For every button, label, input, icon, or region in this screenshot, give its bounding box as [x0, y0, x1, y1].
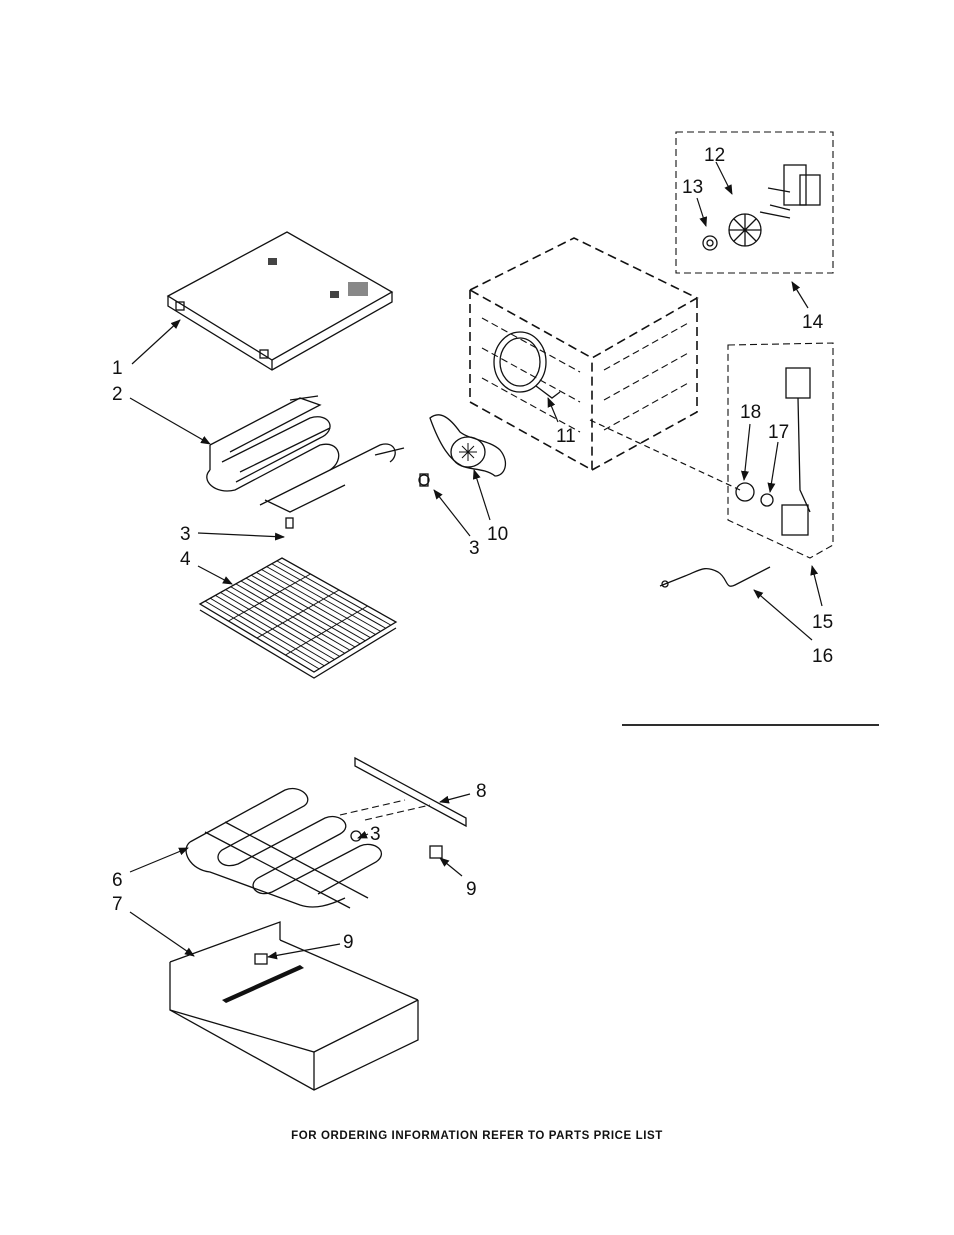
- oven-cavity: [468, 237, 699, 472]
- callout-9: 9: [466, 879, 477, 900]
- callout-14: 14: [802, 312, 824, 333]
- leader-lines: [129, 161, 823, 960]
- callout-16: 16: [812, 646, 833, 667]
- callout-3: 3: [180, 524, 191, 545]
- fan-baffle-part: [429, 414, 507, 477]
- callout-7: 7: [112, 894, 123, 915]
- bake-element-part: [185, 787, 383, 909]
- callout-4: 4: [180, 549, 191, 570]
- convection-element-part: [493, 331, 561, 399]
- callout-17: 17: [768, 422, 789, 443]
- callout-3: 3: [370, 824, 381, 845]
- callout-9: 9: [343, 932, 354, 953]
- callout-2: 2: [112, 384, 123, 405]
- callout-1: 1: [112, 358, 123, 379]
- callout-18: 18: [740, 402, 761, 423]
- callout-10: 10: [487, 524, 508, 545]
- oven-rack-part: [198, 557, 398, 679]
- broil-element-part: [206, 395, 405, 529]
- callout-6: 6: [112, 870, 123, 891]
- sensor-assembly: [589, 342, 834, 559]
- callout-13: 13: [682, 177, 703, 198]
- convection-motor-assembly: [675, 131, 834, 274]
- callout-11: 11: [556, 426, 576, 447]
- rack-crossbar: [256, 589, 340, 639]
- callout-3: 3: [469, 538, 480, 559]
- bottom-cover-part: [169, 921, 419, 1091]
- bracket-part: [339, 756, 467, 828]
- footer-note: FOR ORDERING INFORMATION REFER TO PARTS …: [291, 1130, 663, 1142]
- rack-crossbar: [228, 573, 311, 622]
- screw-part: [418, 473, 430, 487]
- rack-crossbar: [285, 605, 368, 656]
- callout-15: 15: [812, 612, 833, 633]
- callout-12: 12: [704, 145, 725, 166]
- callout-8: 8: [476, 781, 487, 802]
- top-panel-part: [166, 231, 394, 371]
- probe-part: [659, 566, 771, 588]
